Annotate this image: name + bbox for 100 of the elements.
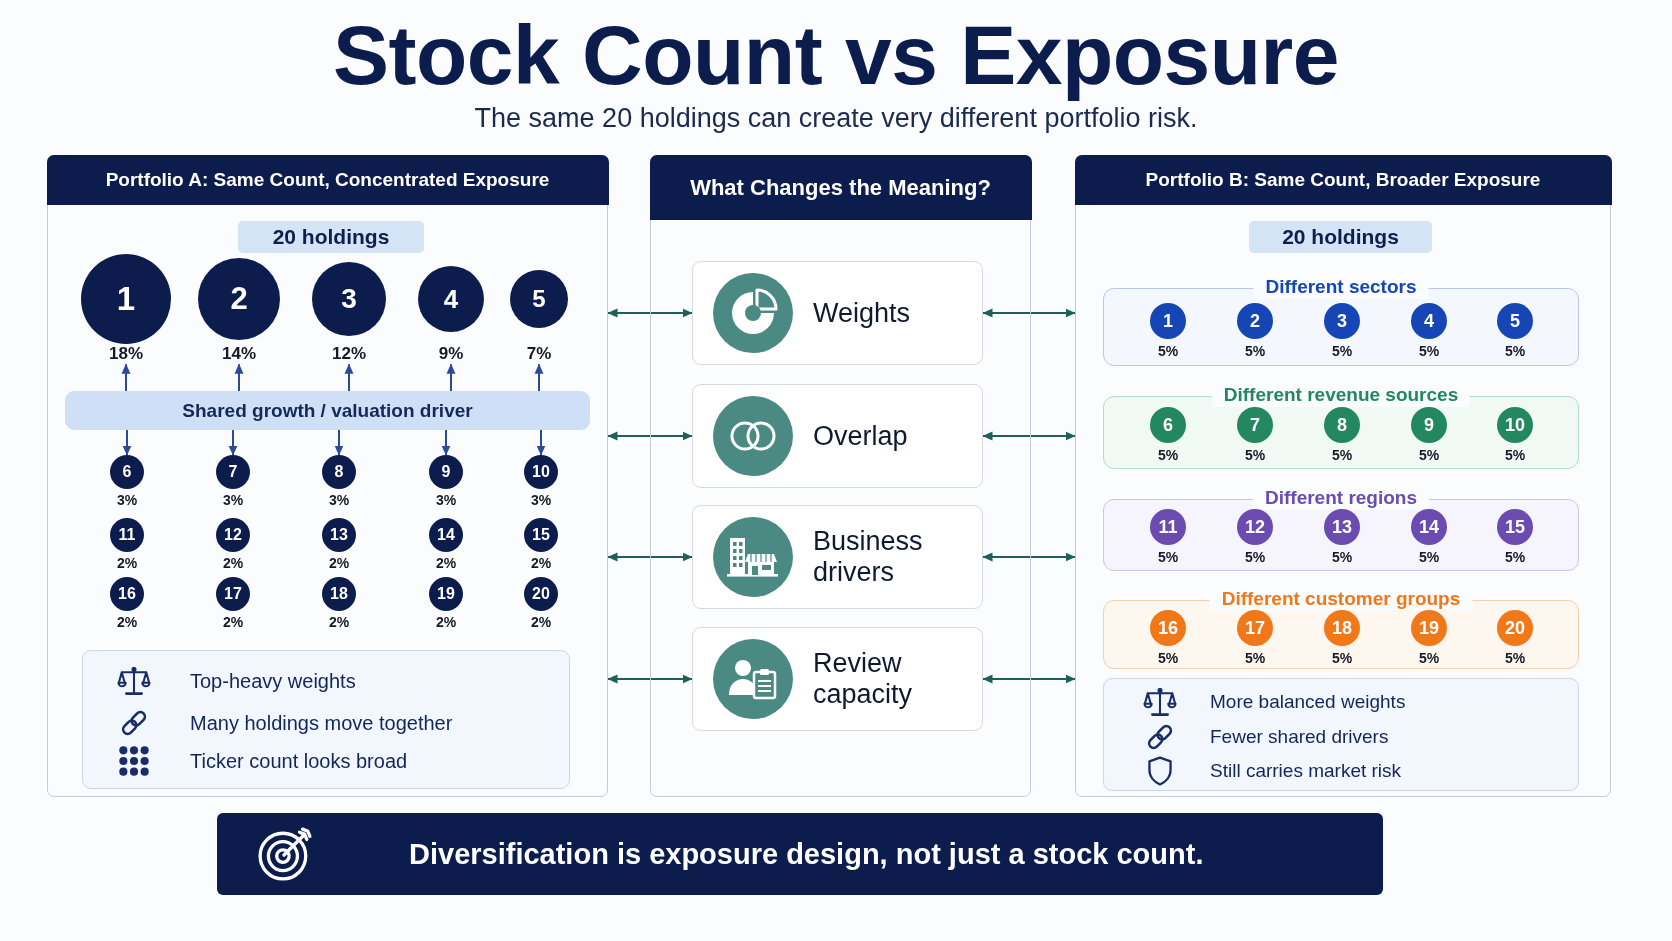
holding-circle: 13 <box>1324 509 1360 545</box>
weight-label: 2% <box>530 554 552 572</box>
holding-circle: 9 <box>1411 407 1447 443</box>
note-text: Still carries market risk <box>1210 759 1402 783</box>
weight-label: 14% <box>222 343 256 365</box>
weight-label: 3% <box>222 491 244 509</box>
arrow <box>334 429 344 456</box>
weight-label: 12% <box>332 343 366 365</box>
arrow <box>234 363 244 392</box>
weight-label: 2% <box>116 613 138 631</box>
holding-circle: 19 <box>1411 610 1447 646</box>
weight-label: 5% <box>1504 342 1526 360</box>
arrow <box>228 429 238 456</box>
weight-label: 5% <box>1504 548 1526 566</box>
holding-circle: 5 <box>510 270 568 328</box>
arrow <box>607 431 693 441</box>
weight-label: 2% <box>222 613 244 631</box>
holding-circle: 7 <box>216 455 250 489</box>
weight-label: 5% <box>1418 548 1440 566</box>
weight-label: 5% <box>1331 446 1353 464</box>
weight-label: 2% <box>435 554 457 572</box>
factor-card <box>692 261 983 365</box>
holding-circle: 6 <box>1150 407 1186 443</box>
weight-label: 5% <box>1244 548 1266 566</box>
portfolio-panel <box>47 155 608 797</box>
arrow <box>982 431 1076 441</box>
weight-label: 18% <box>109 343 143 365</box>
arrow <box>982 308 1076 318</box>
holding-circle: 19 <box>429 577 463 611</box>
weight-label: 2% <box>435 613 457 631</box>
weight-label: 5% <box>1418 342 1440 360</box>
weight-label: 5% <box>1418 649 1440 667</box>
holding-circle: 1 <box>1150 303 1186 339</box>
holding-circle: 3 <box>312 262 386 336</box>
arrow <box>607 674 693 684</box>
arrow <box>982 674 1076 684</box>
weight-label: 5% <box>1157 548 1179 566</box>
holding-circle: 4 <box>418 266 484 332</box>
factor-card <box>692 627 983 731</box>
holding-circle: 13 <box>322 518 356 552</box>
note-text: Fewer shared drivers <box>1210 725 1389 749</box>
factor-label: Review capacity <box>813 648 914 710</box>
holding-circle: 16 <box>1150 610 1186 646</box>
weight-label: 5% <box>1157 649 1179 667</box>
weight-label: 3% <box>530 491 552 509</box>
weight-label: 2% <box>222 554 244 572</box>
holding-circle: 10 <box>1497 407 1533 443</box>
panel-header: Portfolio B: Same Count, Broader Exposure <box>1074 154 1612 205</box>
subtitle: The same 20 holdings can create very different portfolio risk. <box>474 103 1198 134</box>
holding-circle: 15 <box>524 518 558 552</box>
panel-header: Portfolio A: Same Count, Concentrated Exposure <box>46 154 609 205</box>
arrow <box>607 552 693 562</box>
note-text: More balanced weights <box>1210 690 1406 714</box>
arrow <box>446 363 456 392</box>
holding-circle: 14 <box>429 518 463 552</box>
holding-circle: 12 <box>216 518 250 552</box>
note-text: Top-heavy weights <box>190 669 356 693</box>
weight-label: 5% <box>1244 649 1266 667</box>
weight-label: 2% <box>328 554 350 572</box>
factor-card <box>692 384 983 488</box>
holding-circle: 11 <box>110 518 144 552</box>
summary-banner <box>217 813 1383 895</box>
driver-band: Shared growth / valuation driver <box>65 391 590 430</box>
arrow <box>536 429 546 456</box>
weight-label: 5% <box>1331 548 1353 566</box>
holding-circle: 1 <box>81 254 171 344</box>
arrow <box>121 363 131 392</box>
arrow <box>534 363 544 392</box>
weight-label: 2% <box>116 554 138 572</box>
weight-label: 3% <box>116 491 138 509</box>
count-badge: 20 holdings <box>238 221 424 253</box>
notes-panel <box>1103 678 1579 791</box>
holding-circle: 8 <box>322 455 356 489</box>
arrow <box>982 552 1076 562</box>
holding-circle: 6 <box>110 455 144 489</box>
notes-panel <box>82 650 570 789</box>
factor-label: Business drivers <box>813 526 924 588</box>
note-text: Ticker count looks broad <box>190 749 408 773</box>
factor-card <box>692 505 983 609</box>
count-badge: 20 holdings <box>1249 221 1432 253</box>
holding-circle: 2 <box>1237 303 1273 339</box>
arrow <box>122 429 132 456</box>
holding-circle: 9 <box>429 455 463 489</box>
holding-circle: 17 <box>216 577 250 611</box>
factor-panel <box>650 155 1031 797</box>
weight-label: 5% <box>1244 446 1266 464</box>
weight-label: 5% <box>1504 649 1526 667</box>
holding-circle: 3 <box>1324 303 1360 339</box>
holding-circle: 7 <box>1237 407 1273 443</box>
weight-label: 2% <box>530 613 552 631</box>
weight-label: 3% <box>328 491 350 509</box>
weight-label: 5% <box>1418 446 1440 464</box>
holding-circle: 17 <box>1237 610 1273 646</box>
portfolio-panel <box>1075 155 1611 797</box>
weight-label: 9% <box>438 343 464 365</box>
weight-label: 5% <box>1504 446 1526 464</box>
arrow <box>344 363 354 392</box>
weight-label: 5% <box>1331 342 1353 360</box>
banner-text: Diversification is exposure design, not just a stock count. <box>409 837 1204 872</box>
weight-label: 5% <box>1157 446 1179 464</box>
